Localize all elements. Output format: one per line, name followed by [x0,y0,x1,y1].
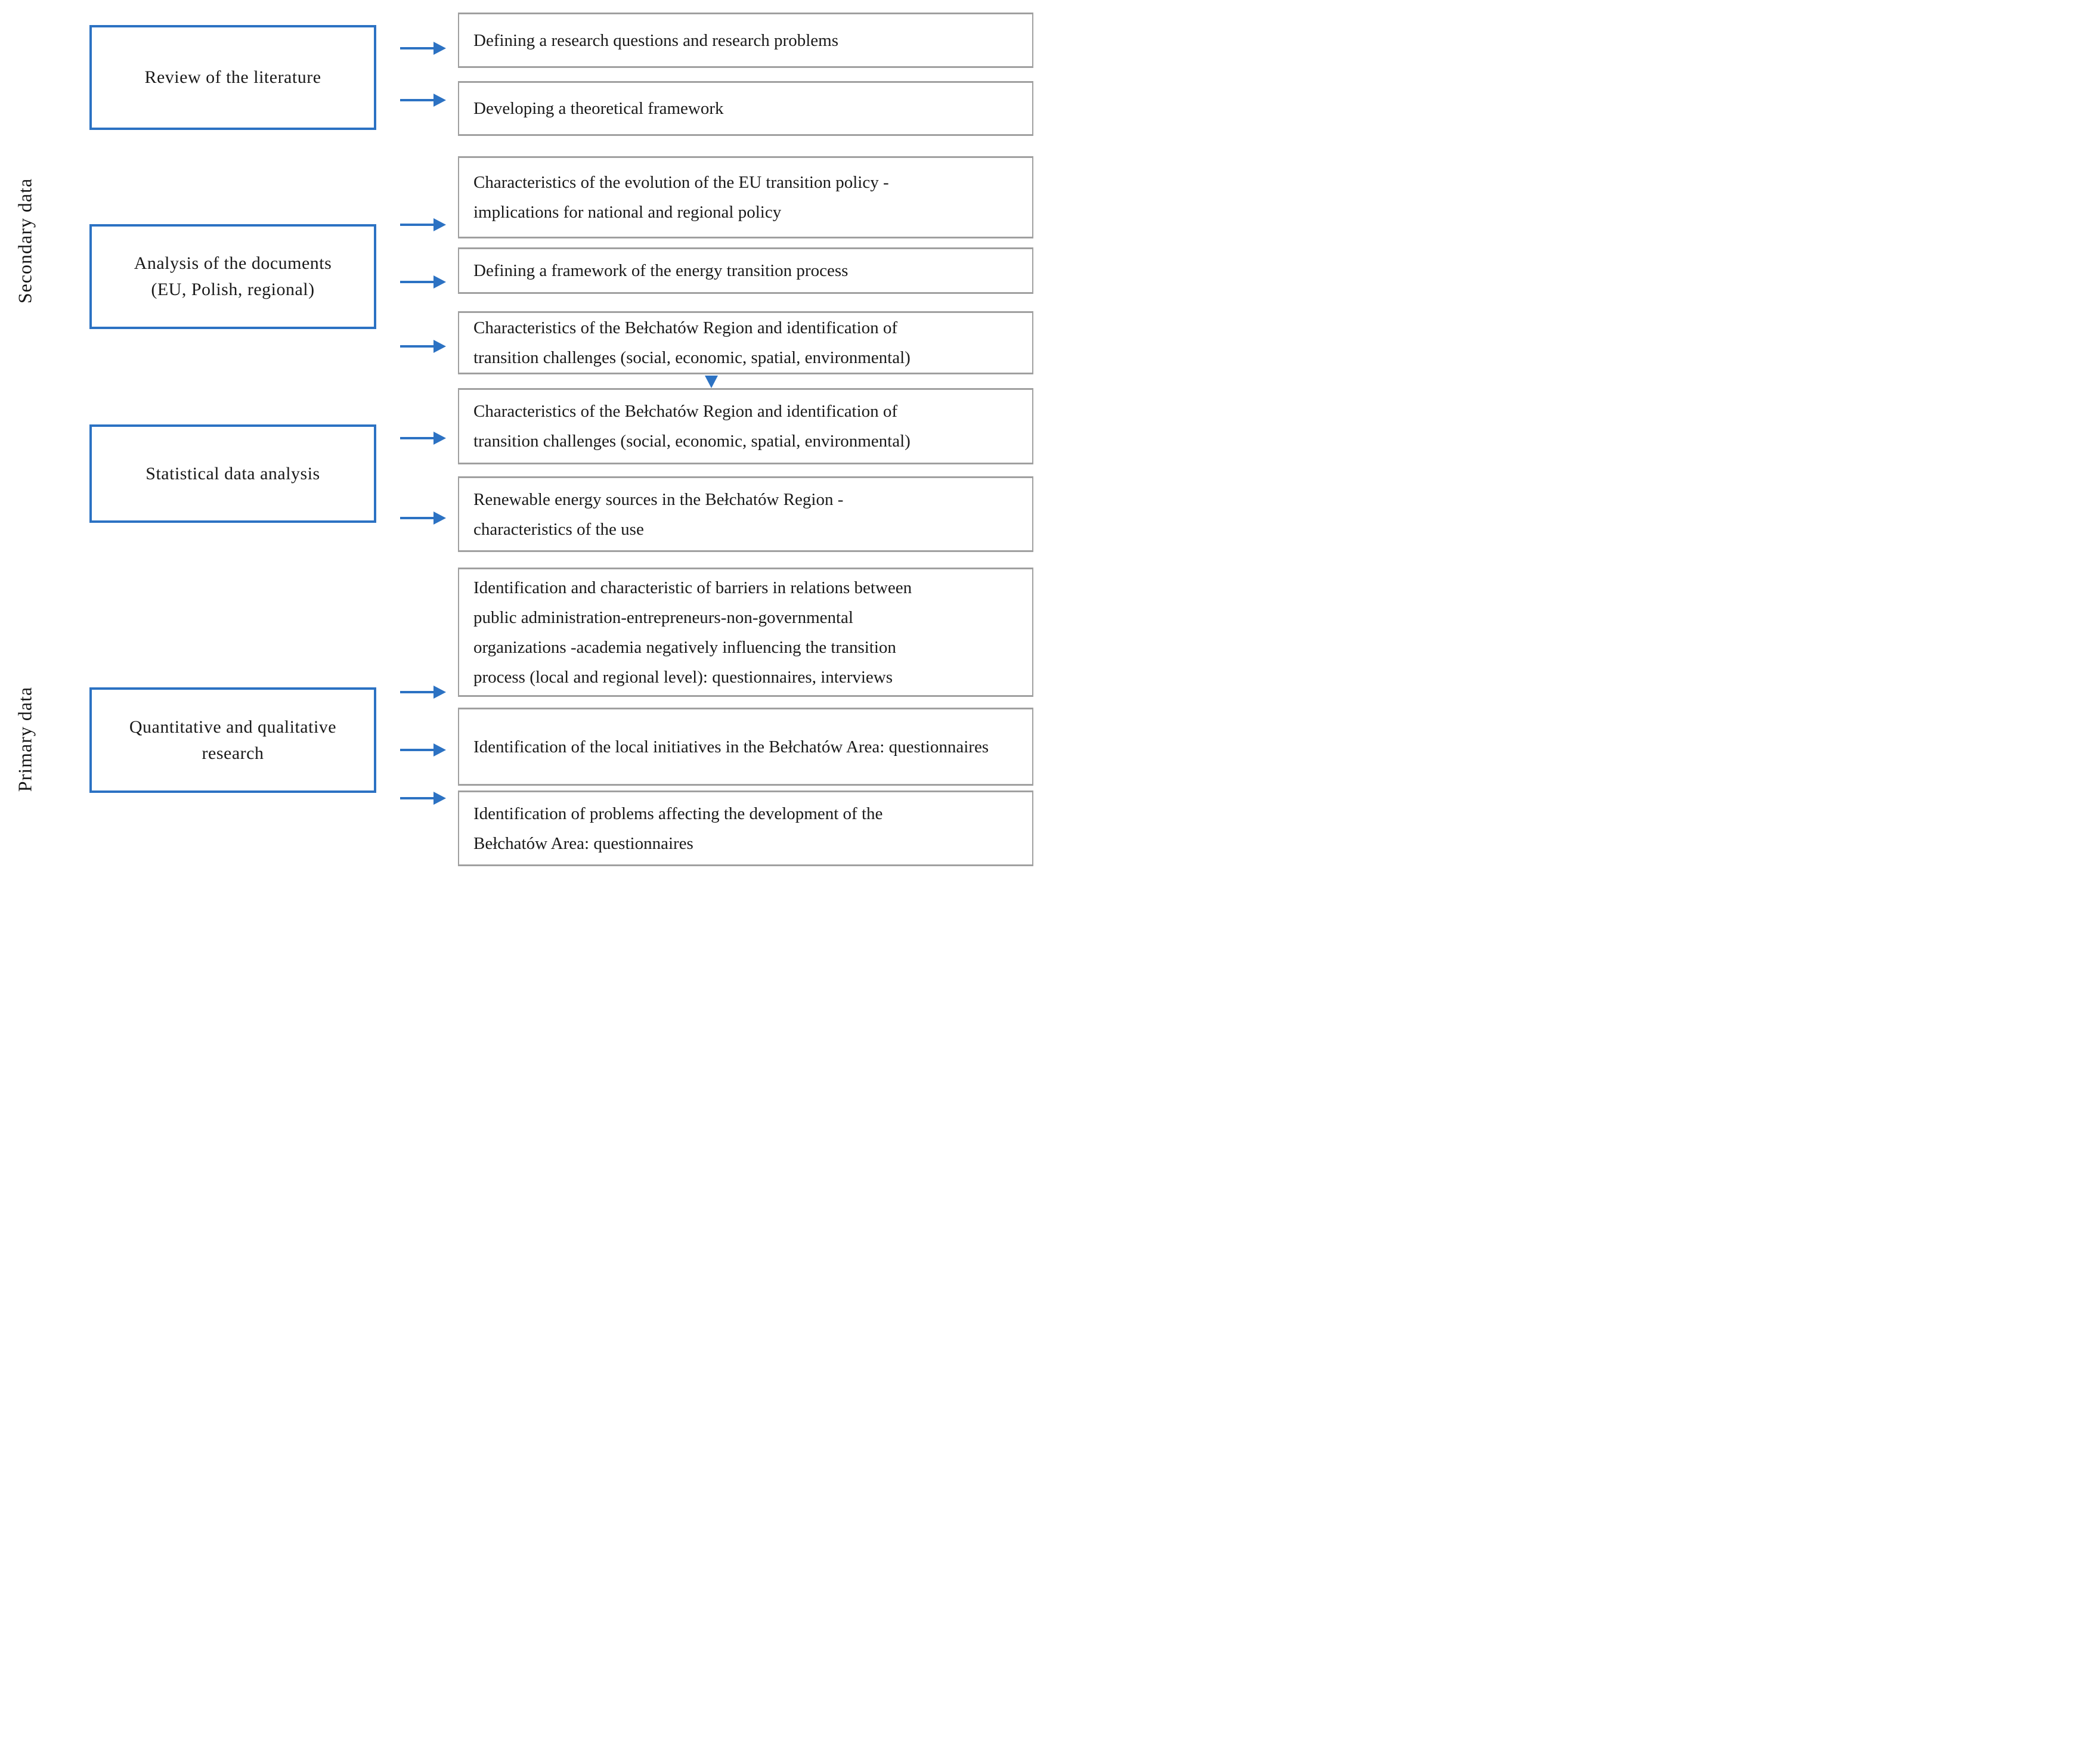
output-box-text: Identification of problems affecting the… [473,804,883,853]
arrow-right-icon [400,797,433,799]
output-box-belchatow-characteristics-2: Characteristics of the Bełchatów Region … [458,388,1033,464]
output-box-text: Identification of the local initiatives … [473,737,989,757]
methodology-flowchart: Secondary data Primary data Review of th… [0,0,1044,882]
stage-box-quant-qual-research: Quantitative and qualitative research [89,687,376,793]
side-label-primary-data: Primary data [14,686,36,792]
stage-box-document-analysis: Analysis of the documents (EU, Polish, r… [89,224,376,329]
arrow-right-icon [400,281,433,283]
output-box-text: Characteristics of the Bełchatów Region … [473,318,911,367]
arrow-right-icon [400,47,433,49]
arrow-right-icon [400,437,433,439]
output-box-text: Developing a theoretical framework [473,99,724,118]
arrow-right-icon [400,99,433,101]
output-box-energy-transition-framework: Defining a framework of the energy trans… [458,247,1033,294]
arrow-right-icon [400,345,433,348]
stage-box-text: Quantitative and qualitative research [129,717,337,763]
output-box-development-problems: Identification of problems affecting the… [458,790,1033,866]
arrow-down-icon [705,376,718,388]
stage-box-text: Statistical data analysis [145,463,320,483]
arrow-right-icon [400,517,433,519]
side-label-secondary-data: Secondary data [14,178,36,304]
output-box-text: Identification and characteristic of bar… [473,578,912,687]
output-box-text: Characteristics of the evolution of the … [473,173,889,222]
output-box-research-questions: Defining a research questions and resear… [458,13,1033,68]
stage-box-literature-review: Review of the literature [89,25,376,130]
output-box-eu-policy-evolution: Characteristics of the evolution of the … [458,156,1033,238]
stage-box-text: Analysis of the documents (EU, Polish, r… [134,253,332,299]
output-box-local-initiatives: Identification of the local initiatives … [458,708,1033,786]
output-box-belchatow-characteristics-1: Characteristics of the Bełchatów Region … [458,311,1033,374]
stage-box-text: Review of the literature [144,67,321,87]
output-box-barriers-identification: Identification and characteristic of bar… [458,568,1033,697]
arrow-right-icon [400,224,433,226]
output-box-renewable-energy: Renewable energy sources in the Bełcható… [458,476,1033,552]
arrow-right-icon [400,749,433,751]
stage-box-statistical-analysis: Statistical data analysis [89,424,376,523]
output-box-text: Defining a research questions and resear… [473,30,838,50]
output-box-text: Defining a framework of the energy trans… [473,261,849,280]
output-box-text: Renewable energy sources in the Bełcható… [473,489,844,539]
output-box-text: Characteristics of the Bełchatów Region … [473,402,911,451]
output-box-theoretical-framework: Developing a theoretical framework [458,81,1033,136]
arrow-right-icon [400,691,433,693]
